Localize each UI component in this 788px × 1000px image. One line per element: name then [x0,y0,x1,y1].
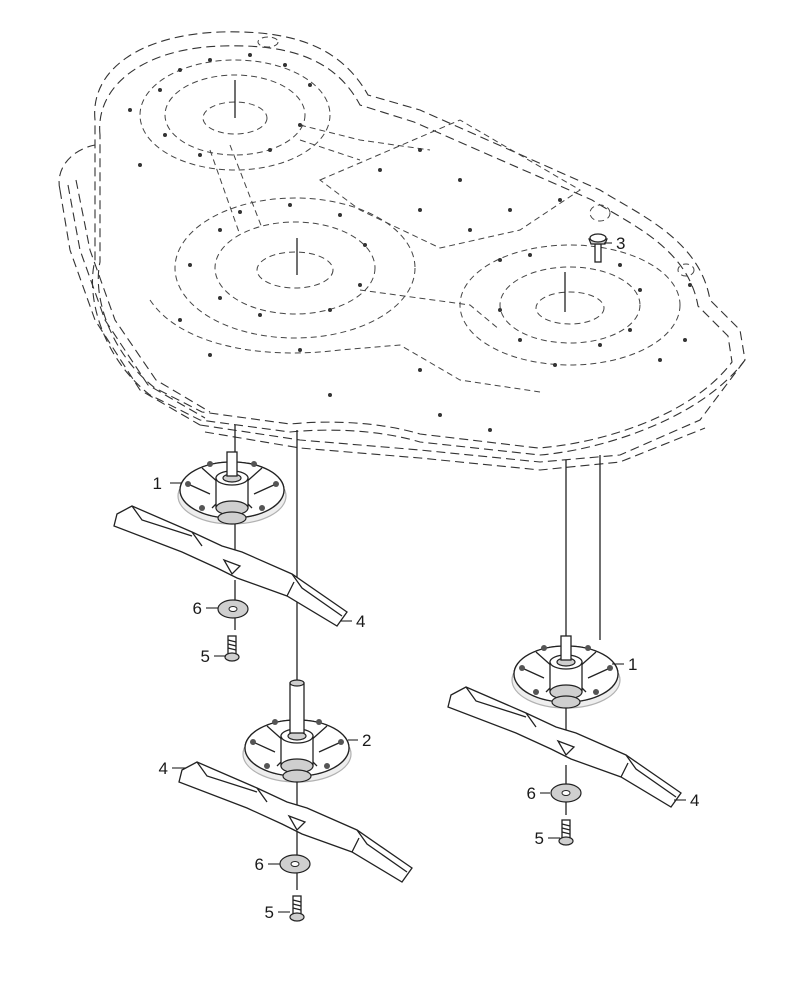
mower-deck-housing [58,31,746,471]
washer-right [550,783,582,803]
callout-1-right: 1 [628,655,637,674]
callout-5-left: 5 [201,647,210,666]
callout-5-right: 5 [535,829,544,848]
callout-4-center: 4 [159,759,168,778]
callout-6-right: 6 [527,784,536,803]
callout-2: 2 [362,731,371,750]
callout-3: 3 [616,234,625,253]
callout-4-left: 4 [356,612,365,631]
blade-bolt-center [289,895,305,922]
callout-4-right: 4 [690,791,699,810]
callout-6-left: 6 [193,599,202,618]
blade-bolt-right [558,819,574,846]
deck-bolt [588,233,608,263]
spindle-assembly-center [242,679,352,783]
callout-5-center: 5 [265,903,274,922]
spindle-assembly-left [177,451,287,525]
washer-left [217,599,249,619]
callout-6-center: 6 [255,855,264,874]
callout-1-left: 1 [153,474,162,493]
callouts: 1 1 2 3 4 4 4 5 5 5 6 6 6 [153,234,700,922]
blade-bolt-left [224,635,240,662]
spindle-assembly-right [511,635,621,709]
washer-center [279,854,311,874]
